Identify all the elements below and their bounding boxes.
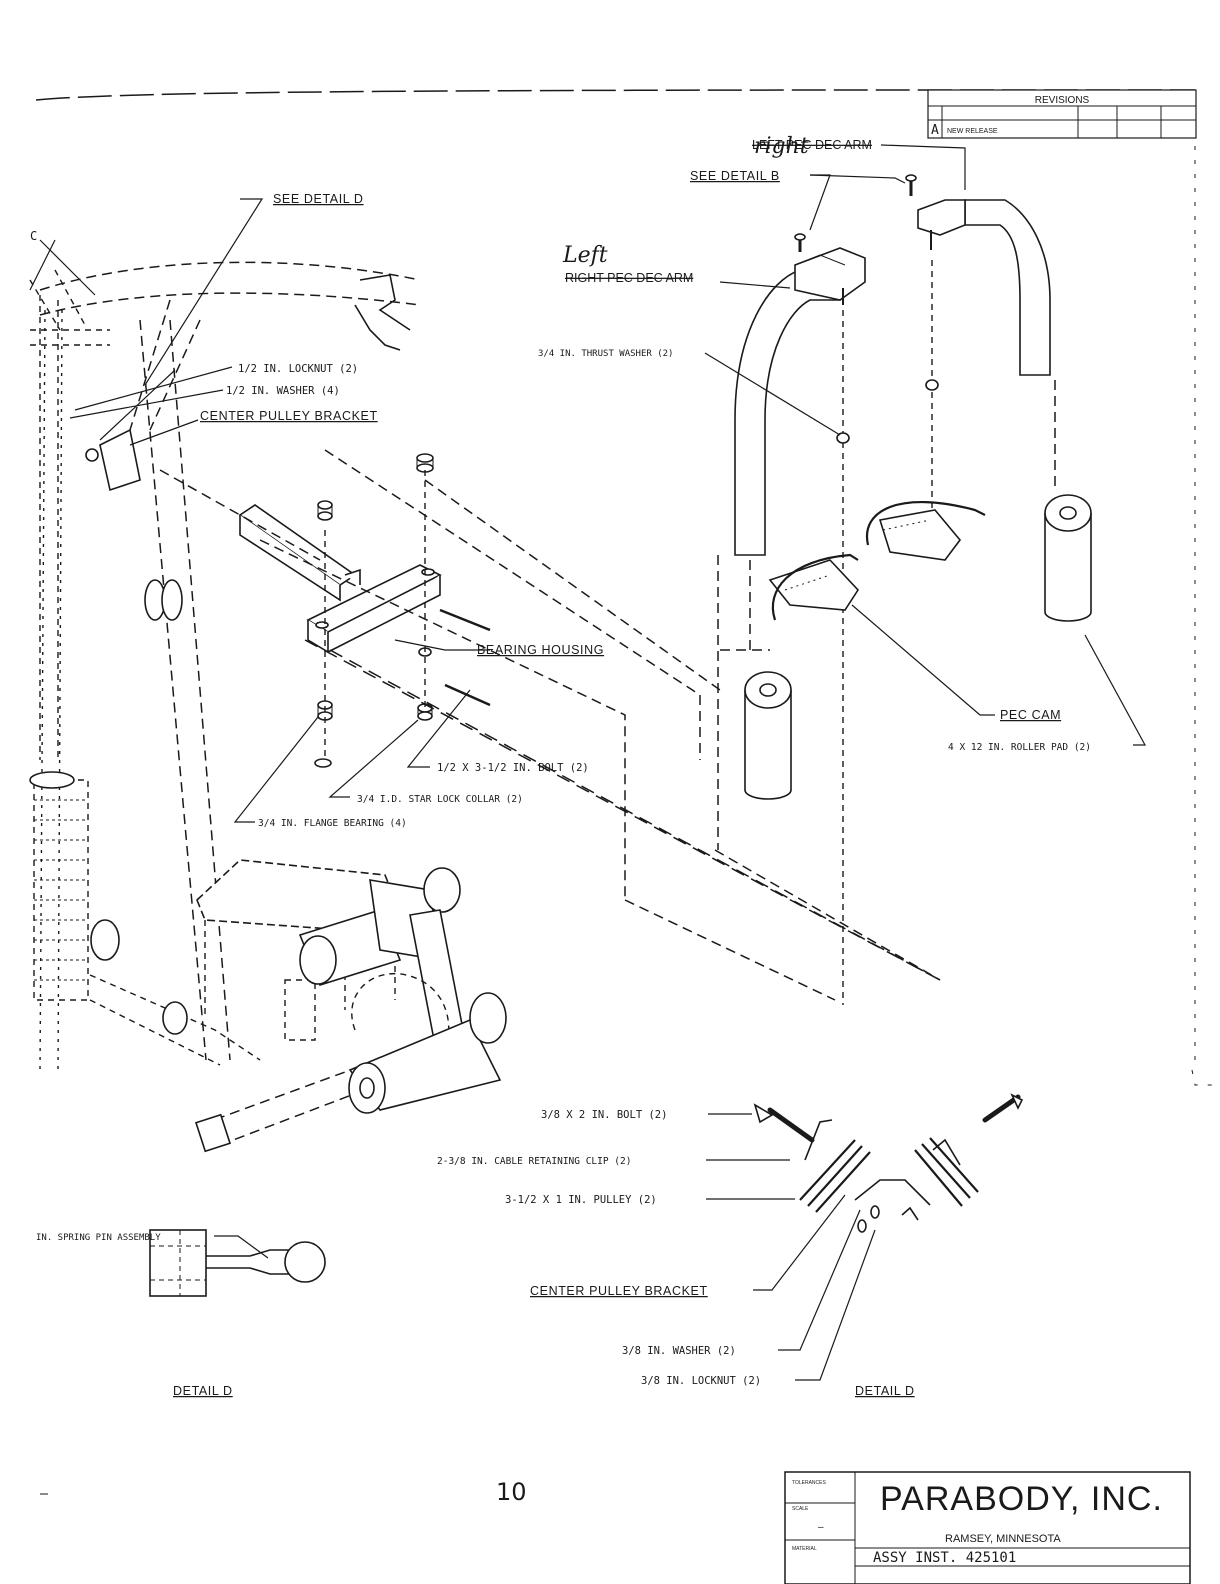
revisions-title: REVISIONS (1035, 95, 1090, 106)
label-see-detail-b: SEE DETAIL B (690, 169, 780, 183)
right-border-line (1191, 90, 1220, 1086)
handwritten-left: Left (562, 243, 608, 268)
label-thrust-washer: 3/4 IN. THRUST WASHER (2) (538, 349, 673, 359)
pec-cam-left (768, 553, 860, 621)
top-border-line (35, 89, 1195, 101)
label-flange-bearing: 3/4 IN. FLANGE BEARING (4) (258, 818, 407, 829)
label-left-pec-dec-arm-struck: LEFT PEC DEC ARM (752, 138, 872, 152)
label-pulley: 3-1/2 X 1 IN. PULLEY (2) (505, 1194, 657, 1206)
c-marker: C (30, 229, 37, 243)
label-center-pulley-bracket-detail: CENTER PULLEY BRACKET (530, 1284, 708, 1298)
right-pec-dec-arm (905, 174, 1056, 490)
material-label: MATERIAL (792, 1546, 817, 1552)
label-half-washer: 1/2 IN. WASHER (4) (226, 385, 340, 397)
label-3-8-washer: 3/8 IN. WASHER (2) (622, 1345, 736, 1357)
drawing-title: ASSY INST. 425101 (873, 1550, 1016, 1566)
label-detail-d-right: DETAIL D (855, 1384, 915, 1398)
flange-bearing-top-left (317, 500, 333, 521)
label-half-locknut: 1/2 IN. LOCKNUT (2) (238, 363, 358, 375)
scale-value: – (818, 1522, 824, 1533)
company-name: PARABODY, INC. (880, 1480, 1163, 1518)
leader-lines (69, 144, 1147, 1381)
label-detail-d-left: DETAIL D (173, 1384, 233, 1398)
flange-bearing-top-right (416, 453, 434, 473)
label-star-lock-collar: 3/4 I.D. STAR LOCK COLLAR (2) (357, 794, 523, 805)
scale-label: SCALE (792, 1506, 809, 1512)
left-pec-dec-arm (734, 233, 866, 650)
bearing-housing (159, 449, 941, 1001)
star-lock-collar (314, 758, 332, 768)
seat-assembly (196, 859, 507, 1114)
label-see-detail-d-top: SEE DETAIL D (273, 192, 364, 206)
roller-pad-left (744, 671, 792, 800)
bolt-upper (439, 608, 491, 632)
tolerances-label: TOLERANCES (792, 1480, 826, 1486)
label-pec-cam: PEC CAM (1000, 708, 1061, 722)
main-frame: C (29, 229, 471, 1153)
roller-pad-right (1044, 494, 1092, 622)
revision-description: NEW RELEASE (947, 128, 998, 135)
bolt-lower (444, 683, 491, 707)
label-half-bolt: 1/2 X 3-1/2 IN. BOLT (2) (437, 762, 589, 774)
revisions-table: REVISIONS A NEW RELEASE (927, 89, 1197, 139)
revision-letter: A (931, 123, 939, 138)
label-cable-clip: 2-3/8 IN. CABLE RETAINING CLIP (2) (437, 1156, 631, 1167)
label-bearing-housing: BEARING HOUSING (477, 643, 604, 657)
label-right-pec-dec-arm-struck: RIGHT PEC DEC ARM (565, 271, 693, 285)
arm-axis-lines (842, 260, 933, 1005)
label-roller-pad: 4 X 12 IN. ROLLER PAD (2) (948, 742, 1091, 753)
left-arm-guide (717, 555, 770, 850)
label-center-pulley-bracket: CENTER PULLEY BRACKET (200, 409, 378, 423)
thrust-washer-left (836, 432, 850, 444)
spring-pin-detail (149, 1229, 326, 1297)
page-number: 10 (496, 1478, 527, 1506)
handwritten-right: right (754, 134, 809, 159)
label-spring-pin: IN. SPRING PIN ASSEMBLY (36, 1233, 161, 1243)
pulley-bracket-detail (753, 1093, 1024, 1233)
thrust-washer-right (925, 379, 939, 391)
label-3-8-locknut: 3/8 IN. LOCKNUT (2) (641, 1375, 761, 1387)
label-3-8-bolt: 3/8 X 2 IN. BOLT (2) (541, 1109, 667, 1121)
pec-cam-right (865, 501, 986, 561)
company-location: RAMSEY, MINNESOTA (945, 1533, 1061, 1545)
title-block: TOLERANCES SCALE – MATERIAL PARABODY, IN… (784, 1471, 1191, 1584)
